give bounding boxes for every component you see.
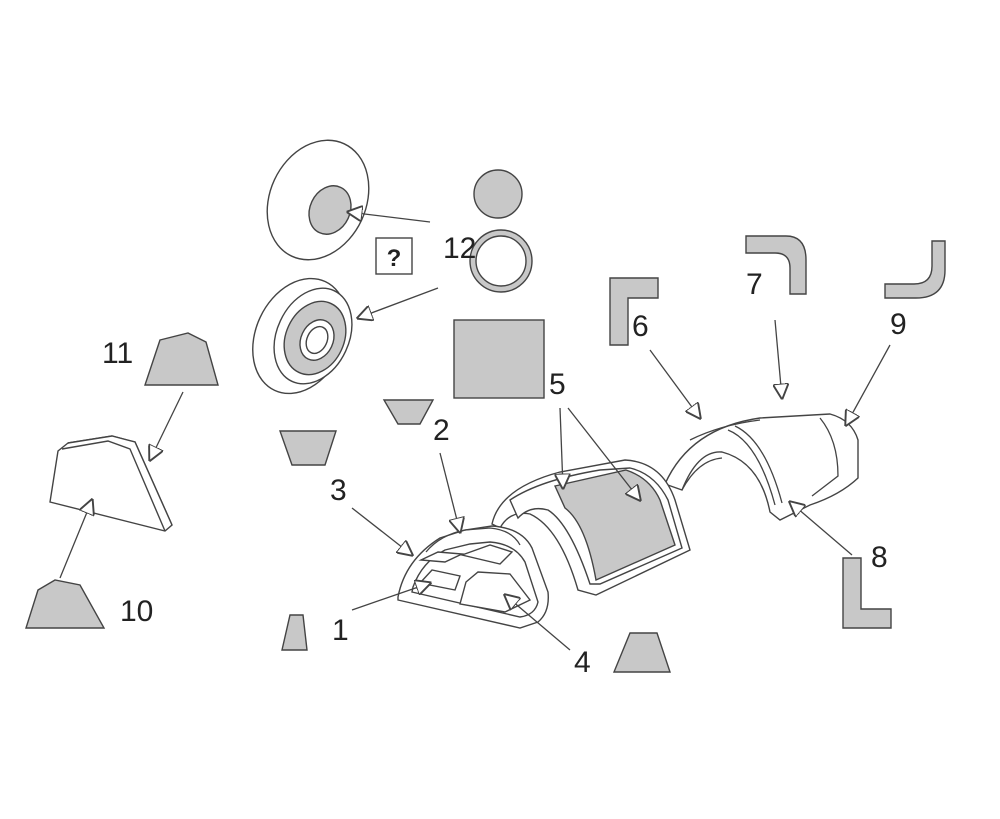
unknown-part-box: [375, 237, 413, 275]
wheel-lower: [252, 277, 353, 395]
side-window-part: [49, 435, 173, 532]
mask-6: [609, 277, 659, 346]
label-1: 1: [332, 614, 349, 647]
mask-9: [884, 240, 946, 299]
trapezoid-mask-b: [279, 430, 337, 466]
label-8: 8: [871, 541, 888, 574]
mask-7: [745, 235, 807, 295]
trapezoid-mask-d: [612, 632, 671, 673]
pointer-arrows: [59, 212, 891, 651]
unknown-mark: ?: [387, 245, 402, 272]
label-11: 11: [102, 337, 133, 370]
circle-mask: [473, 169, 523, 219]
label-10: 10: [120, 595, 153, 628]
rear-canopy: [664, 413, 859, 521]
label-4: 4: [574, 646, 591, 679]
mask-11: [144, 332, 219, 386]
label-9: 9: [890, 308, 907, 341]
mask-10: [25, 579, 106, 629]
label-12: 12: [443, 232, 476, 265]
mask-5: [554, 469, 676, 582]
trapezoid-mask-c: [281, 614, 308, 651]
label-3: 3: [330, 474, 347, 507]
square-mask: [453, 319, 545, 399]
label-7: 7: [746, 268, 763, 301]
label-6: 6: [632, 310, 649, 343]
trapezoid-mask-a: [382, 399, 435, 425]
mask-8: [842, 557, 892, 629]
label-5: 5: [549, 368, 566, 401]
wheel-upper: [266, 139, 370, 261]
label-2: 2: [433, 414, 450, 447]
